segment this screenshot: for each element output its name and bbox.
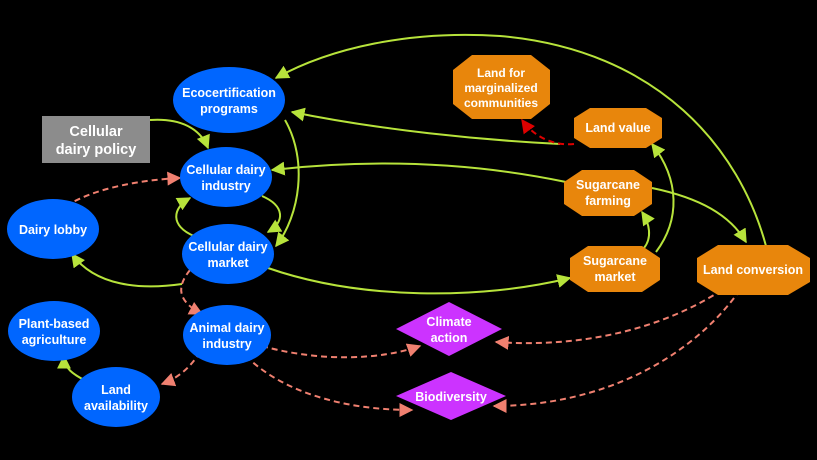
node-label-line: programs <box>200 102 258 116</box>
node-label-line: market <box>208 256 250 270</box>
node-label-line: Cellular dairy <box>186 163 265 177</box>
node-label-line: dairy policy <box>56 142 137 158</box>
node-label-line: availability <box>84 399 148 413</box>
node-plant-based-agriculture[interactable]: Plant-based agriculture <box>8 301 100 361</box>
edge-policy-to-cellular-industry <box>149 118 210 150</box>
edge-land-conversion-to-biodiversity <box>492 289 741 413</box>
node-ecocertification-programs[interactable]: Ecocertification programs <box>173 67 285 133</box>
edge-land-conversion-to-ecocertification <box>274 33 767 247</box>
edge-cellular-market-to-animal-dairy <box>180 269 204 315</box>
node-label-line: Plant-based <box>19 317 90 331</box>
edge-dairy-lobby-to-cellular-industry <box>65 171 182 207</box>
edge-animal-dairy-to-land-availability <box>160 351 201 387</box>
node-dairy-lobby[interactable]: Dairy lobby <box>7 199 99 259</box>
node-label-line: industry <box>201 179 250 193</box>
node-label-line: marginalized <box>464 81 537 95</box>
node-label-line: agriculture <box>22 333 87 347</box>
edge-land-value-to-marginalized <box>521 118 575 146</box>
node-label-line: Biodiversity <box>415 390 487 404</box>
node-climate-action[interactable]: Climate action <box>396 302 502 356</box>
node-label-line: Land <box>101 383 131 397</box>
node-sugarcane-market[interactable]: Sugarcane market <box>570 246 660 292</box>
node-biodiversity[interactable]: Biodiversity <box>396 372 506 420</box>
node-cellular-dairy-policy[interactable]: Cellular dairy policy <box>42 116 150 163</box>
edge-ecocertification-to-cellular-market <box>275 119 300 248</box>
node-label-line: Sugarcane <box>583 254 647 268</box>
node-label-line: action <box>431 331 468 345</box>
edge-animal-dairy-to-climate-action <box>261 343 422 359</box>
edge-land-value-to-ecocertification <box>290 107 561 145</box>
edge-animal-dairy-to-biodiversity <box>245 355 414 417</box>
edge-sugarcane-farming-to-land-conversion <box>651 187 747 244</box>
edges <box>57 33 767 417</box>
node-label-line: market <box>595 270 637 284</box>
node-land-conversion[interactable]: Land conversion <box>697 245 810 295</box>
node-land-value[interactable]: Land value <box>574 108 662 148</box>
node-label-line: Climate <box>426 315 471 329</box>
node-label-line: Ecocertification <box>182 86 276 100</box>
node-cellular-dairy-industry[interactable]: Cellular dairy industry <box>180 147 272 207</box>
node-label-line: industry <box>202 337 251 351</box>
edge-cellular-market-to-industry <box>175 197 195 237</box>
node-land-availability[interactable]: Land availability <box>72 367 160 427</box>
node-label-line: Dairy lobby <box>19 223 87 237</box>
node-land-for-marginalized-communities[interactable]: Land for marginalized communities <box>453 55 550 119</box>
node-label-line: communities <box>464 96 538 110</box>
node-animal-dairy-industry[interactable]: Animal dairy industry <box>183 305 271 365</box>
edge-cellular-market-to-sugarcane-market <box>267 267 572 295</box>
edge-sugarcane-market-to-farming <box>641 210 655 249</box>
node-label-line: Land for <box>477 66 525 80</box>
edge-land-conversion-to-climate-action <box>494 289 723 350</box>
edge-cellular-industry-to-market <box>261 195 283 233</box>
node-label-line: Land value <box>585 121 650 135</box>
edge-cellular-market-to-dairy-lobby <box>71 252 183 288</box>
node-label-line: Sugarcane <box>576 178 640 192</box>
node-cellular-dairy-market[interactable]: Cellular dairy market <box>182 224 274 284</box>
node-sugarcane-farming[interactable]: Sugarcane farming <box>564 170 652 216</box>
edge-sugarcane-market-to-land-value <box>651 142 675 253</box>
node-label-line: Animal dairy <box>189 321 264 335</box>
node-label-line: Cellular dairy <box>188 240 267 254</box>
node-label-line: farming <box>585 194 631 208</box>
edge-sugarcane-farming-to-cellular-industry <box>270 161 567 183</box>
node-label-line: Land conversion <box>703 263 803 277</box>
node-label-line: Cellular <box>69 124 123 140</box>
